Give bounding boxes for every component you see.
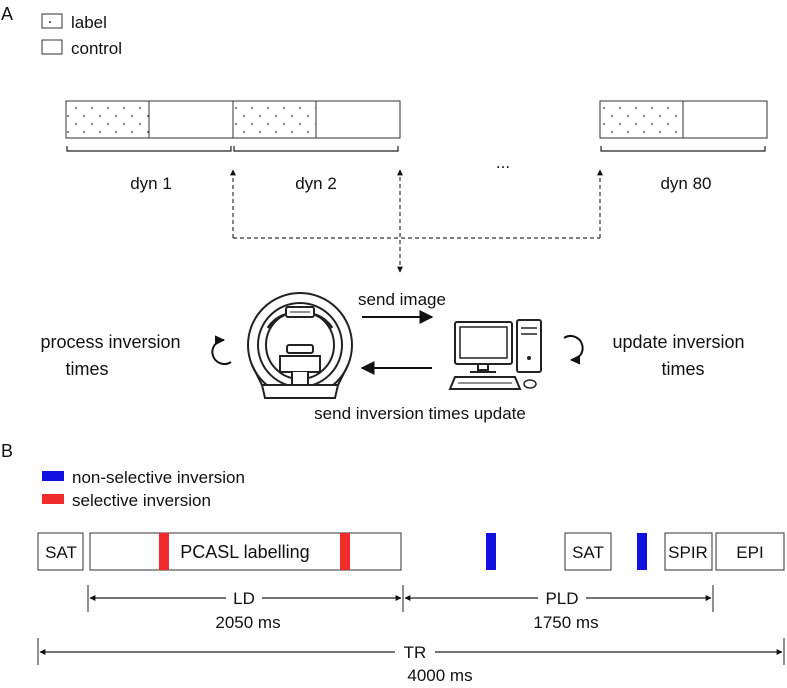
selective-pulse-2	[340, 533, 350, 570]
epi-block	[715, 532, 785, 571]
dyn2-label-block	[232, 100, 317, 139]
ellipsis: ...	[496, 153, 510, 172]
process-inversion-text: process inversion times	[40, 332, 185, 379]
dyn2-control-block	[315, 100, 401, 139]
sat-block-2	[564, 532, 612, 571]
process-line-1: process inversion	[40, 332, 180, 352]
legend-selective-swatch	[42, 494, 64, 504]
dynamic-1: dyn 1	[65, 100, 234, 193]
tr-value: 4000 ms	[407, 666, 472, 685]
dyn2-bracket	[233, 146, 399, 152]
feedback-dashed-lines	[230, 169, 603, 273]
dyn1-control-block	[148, 100, 234, 139]
pld-interval: PLD 1750 ms	[404, 585, 714, 632]
pld-value: 1750 ms	[533, 613, 598, 632]
dyn1-label: dyn 1	[130, 174, 172, 193]
sat-block-2-label: SAT	[572, 543, 604, 562]
legend-a: label control	[41, 13, 122, 58]
send-image-label: send image	[358, 290, 446, 309]
send-update-label: send inversion times update	[314, 404, 526, 423]
spir-block-label: SPIR	[668, 543, 708, 562]
dynamic-80: dyn 80	[599, 100, 768, 193]
spir-block	[664, 532, 713, 571]
legend-b: non-selective inversion selective invers…	[42, 468, 245, 510]
process-line-2: times	[65, 359, 108, 379]
sat-block-1-label: SAT	[45, 543, 77, 562]
ld-label: LD	[233, 589, 255, 608]
tr-interval: TR 4000 ms	[37, 638, 785, 685]
dyn1-bracket	[66, 146, 232, 152]
update-cycle-icon	[563, 335, 584, 365]
computer-icon	[448, 319, 542, 390]
legend-label-swatch	[41, 13, 63, 29]
sat-block-1	[37, 532, 84, 571]
tr-label: TR	[404, 643, 427, 662]
process-cycle-icon	[211, 335, 232, 365]
dyn2-label: dyn 2	[295, 174, 337, 193]
mri-scanner-icon	[247, 292, 353, 399]
legend-label-dot	[49, 21, 51, 23]
nonselective-pulse-1	[486, 533, 496, 570]
legend-nonselective-text: non-selective inversion	[72, 468, 245, 487]
ld-interval: LD 2050 ms	[87, 585, 404, 632]
legend-label-text: label	[71, 13, 107, 32]
dyn80-label-block	[599, 100, 684, 139]
selective-pulse-1	[159, 533, 169, 570]
update-inversion-text: update inversion times	[612, 332, 749, 379]
panel-b-label: B	[1, 441, 13, 461]
legend-control-text: control	[71, 39, 122, 58]
update-line-2: times	[661, 359, 704, 379]
pld-label: PLD	[545, 589, 578, 608]
dyn1-label-block	[65, 100, 150, 139]
update-line-1: update inversion	[612, 332, 744, 352]
dynamic-2: dyn 2	[232, 100, 401, 193]
nonselective-pulse-2	[637, 533, 647, 570]
dyn80-label: dyn 80	[660, 174, 711, 193]
sequence-timeline: SAT PCASL labelling SAT SPIR EPI	[37, 532, 785, 571]
legend-nonselective-swatch	[42, 471, 64, 481]
epi-block-label: EPI	[736, 543, 763, 562]
legend-selective-text: selective inversion	[72, 491, 211, 510]
dyn80-bracket	[600, 146, 766, 152]
ld-value: 2050 ms	[215, 613, 280, 632]
legend-control-swatch	[41, 39, 63, 55]
pcasl-block-label: PCASL labelling	[180, 542, 309, 562]
panel-a-label: A	[1, 4, 13, 24]
dyn80-control-block	[682, 100, 768, 139]
